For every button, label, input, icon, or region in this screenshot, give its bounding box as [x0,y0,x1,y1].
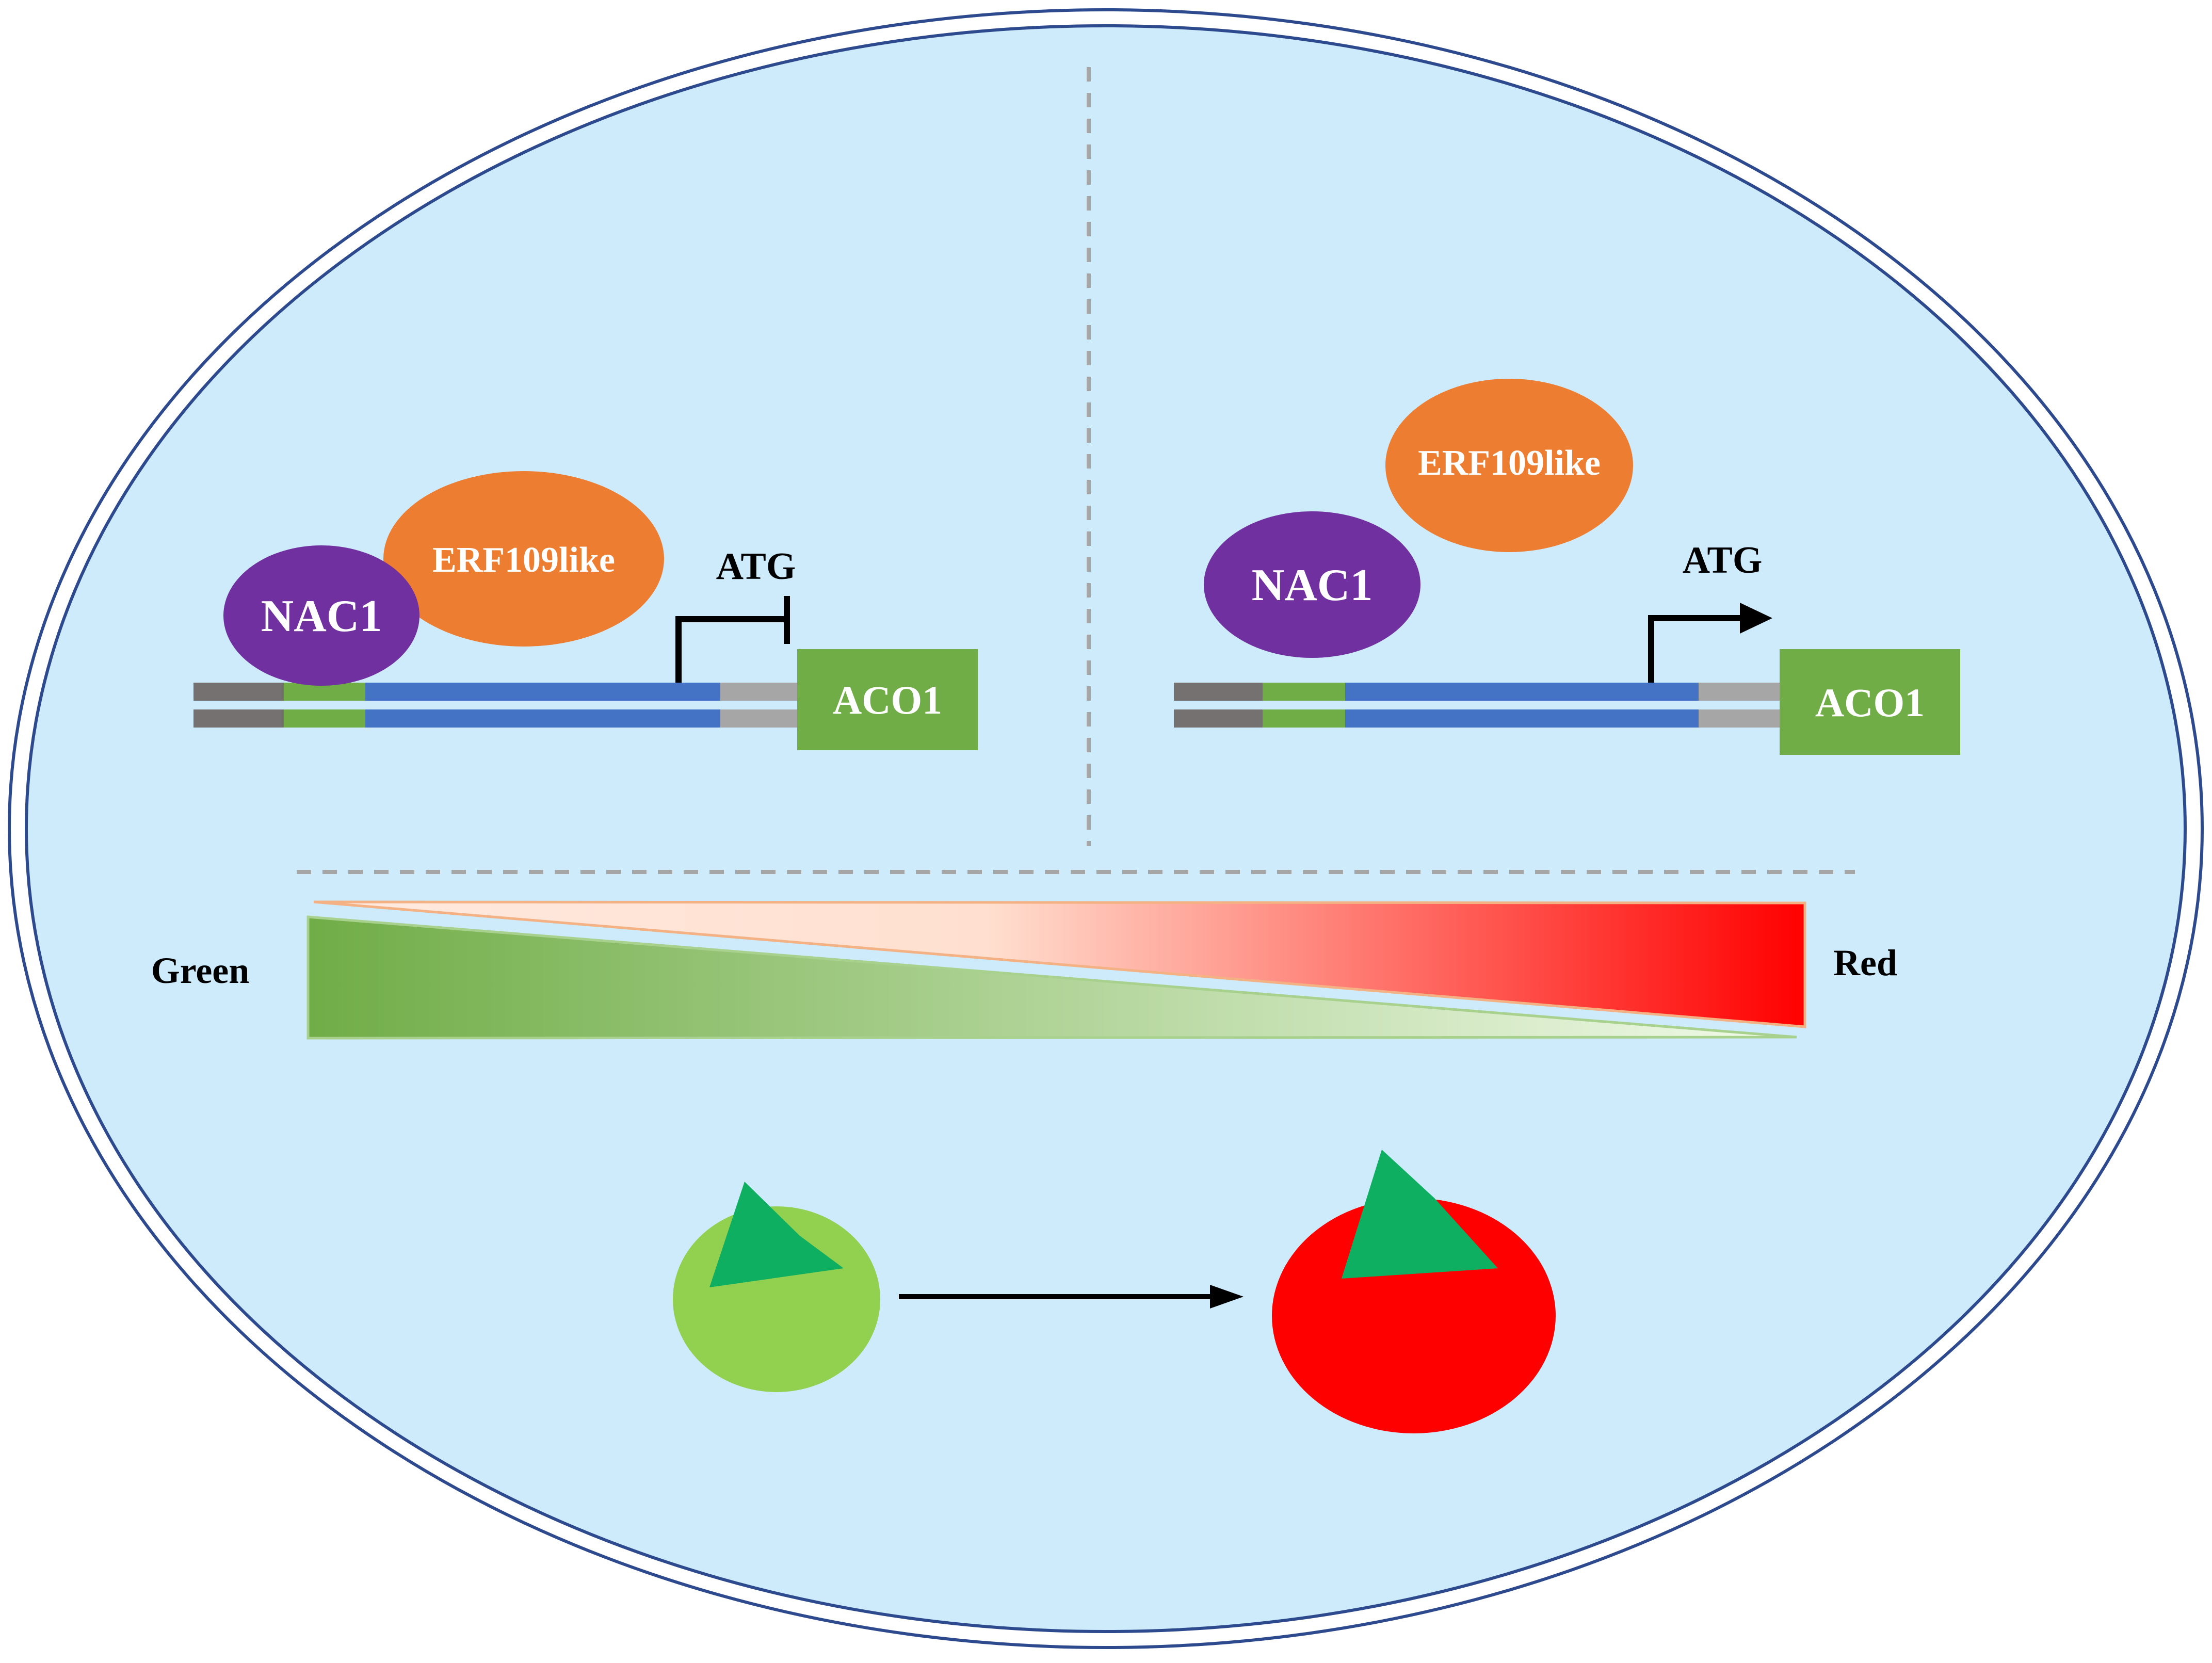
right-atg-label: ATG [1683,539,1763,582]
gradient-green-label: Green [151,950,250,991]
right-panel: ACO1 ATG ERF109like NAC1 [1174,379,1960,755]
right-aco1-box [1780,649,1960,755]
left-aco1-label: ACO1 [833,677,942,722]
right-erf109like-protein [1385,379,1633,552]
unripe-green-tomato [673,1182,880,1392]
green-tomato-calyx-icon [709,1182,844,1287]
right-dna-strand [1174,683,1780,728]
right-aco1-label: ACO1 [1815,680,1925,725]
right-nac1-label: NAC1 [1252,560,1373,610]
left-erf109like-label: ERF109like [432,540,615,580]
ripening-arrowhead [1210,1285,1244,1309]
color-gradient: Green Red [151,900,1897,1040]
left-dna-strand [193,683,798,728]
left-atg-label: ATG [716,545,796,588]
left-panel: ACO1 ATG ERF109like NAC1 [193,471,978,750]
left-nac1-label: NAC1 [261,591,382,641]
ripe-red-tomato [1272,1150,1556,1433]
right-nac1-protein [1204,511,1420,658]
right-arrowhead [1740,603,1772,634]
cell-body [25,24,2187,1633]
left-blocked-promoter-symbol [675,616,787,683]
right-transcription-arrow [1648,615,1741,683]
red-tomato-calyx-icon [1342,1150,1498,1279]
green-decrease-wedge [306,915,1797,1040]
left-aco1-box [797,649,978,750]
gradient-red-label: Red [1833,942,1897,983]
left-nac1-protein [223,545,419,686]
right-erf109like-label: ERF109like [1418,443,1601,483]
red-increase-wedge [313,900,1806,1028]
left-erf109like-protein [383,471,664,647]
